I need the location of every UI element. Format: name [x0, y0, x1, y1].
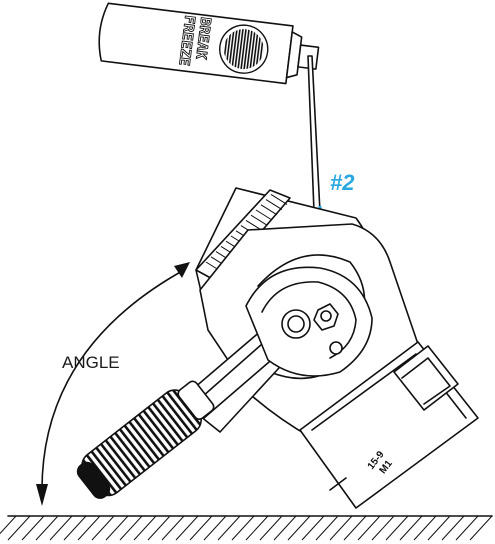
hatch-line	[371, 515, 395, 541]
hatch-line	[0, 515, 17, 535]
ground-hatching	[0, 515, 493, 541]
curved-double-arrow-icon	[36, 262, 190, 506]
thread-line	[255, 209, 273, 221]
hatch-line	[119, 515, 143, 541]
hatch-line	[217, 515, 241, 541]
hatch-line	[301, 515, 325, 541]
hatch-line	[399, 515, 423, 541]
hatch-line	[175, 515, 199, 541]
hatch-line	[245, 515, 269, 541]
spray-can-icon: BREAK FREEZE	[98, 2, 320, 85]
hatch-line	[63, 515, 87, 541]
hatch-line	[189, 515, 213, 541]
thread-line	[270, 193, 288, 205]
hatch-line	[35, 515, 59, 541]
gauge-block: 15-9 M1	[299, 341, 479, 509]
hatch-line	[343, 515, 367, 541]
hatch-line	[77, 515, 101, 541]
hatch-line	[7, 515, 31, 541]
hatch-line	[147, 515, 171, 541]
hatch-line	[455, 515, 479, 541]
hatch-line	[413, 515, 437, 541]
thread-line	[265, 199, 283, 211]
spray-straw	[307, 55, 321, 213]
hatch-line	[49, 515, 73, 541]
thread-line	[260, 204, 278, 216]
ratchet-wrench	[76, 266, 373, 499]
hatch-line	[427, 515, 451, 541]
thread-line	[250, 214, 268, 226]
can-logo	[219, 24, 269, 74]
hatch-line	[385, 515, 409, 541]
hatch-line	[133, 515, 157, 541]
hatch-line	[441, 515, 465, 541]
hatch-line	[231, 515, 255, 541]
hatch-line	[469, 515, 493, 541]
hatch-line	[105, 515, 129, 541]
hatch-line	[91, 515, 115, 541]
hatch-line	[315, 515, 339, 541]
step-label: #2	[330, 170, 355, 195]
hatch-line	[259, 515, 283, 541]
hatch-line	[21, 515, 45, 541]
can-label-freeze: FREEZE	[175, 14, 197, 66]
can-label-break: BREAK	[192, 16, 213, 60]
hatch-line	[329, 515, 353, 541]
hatch-line	[357, 515, 381, 541]
hatch-line	[161, 515, 185, 541]
hatch-line	[287, 515, 311, 541]
hatch-line	[273, 515, 297, 541]
angle-label: ANGLE	[62, 353, 120, 372]
hatch-line	[203, 515, 227, 541]
